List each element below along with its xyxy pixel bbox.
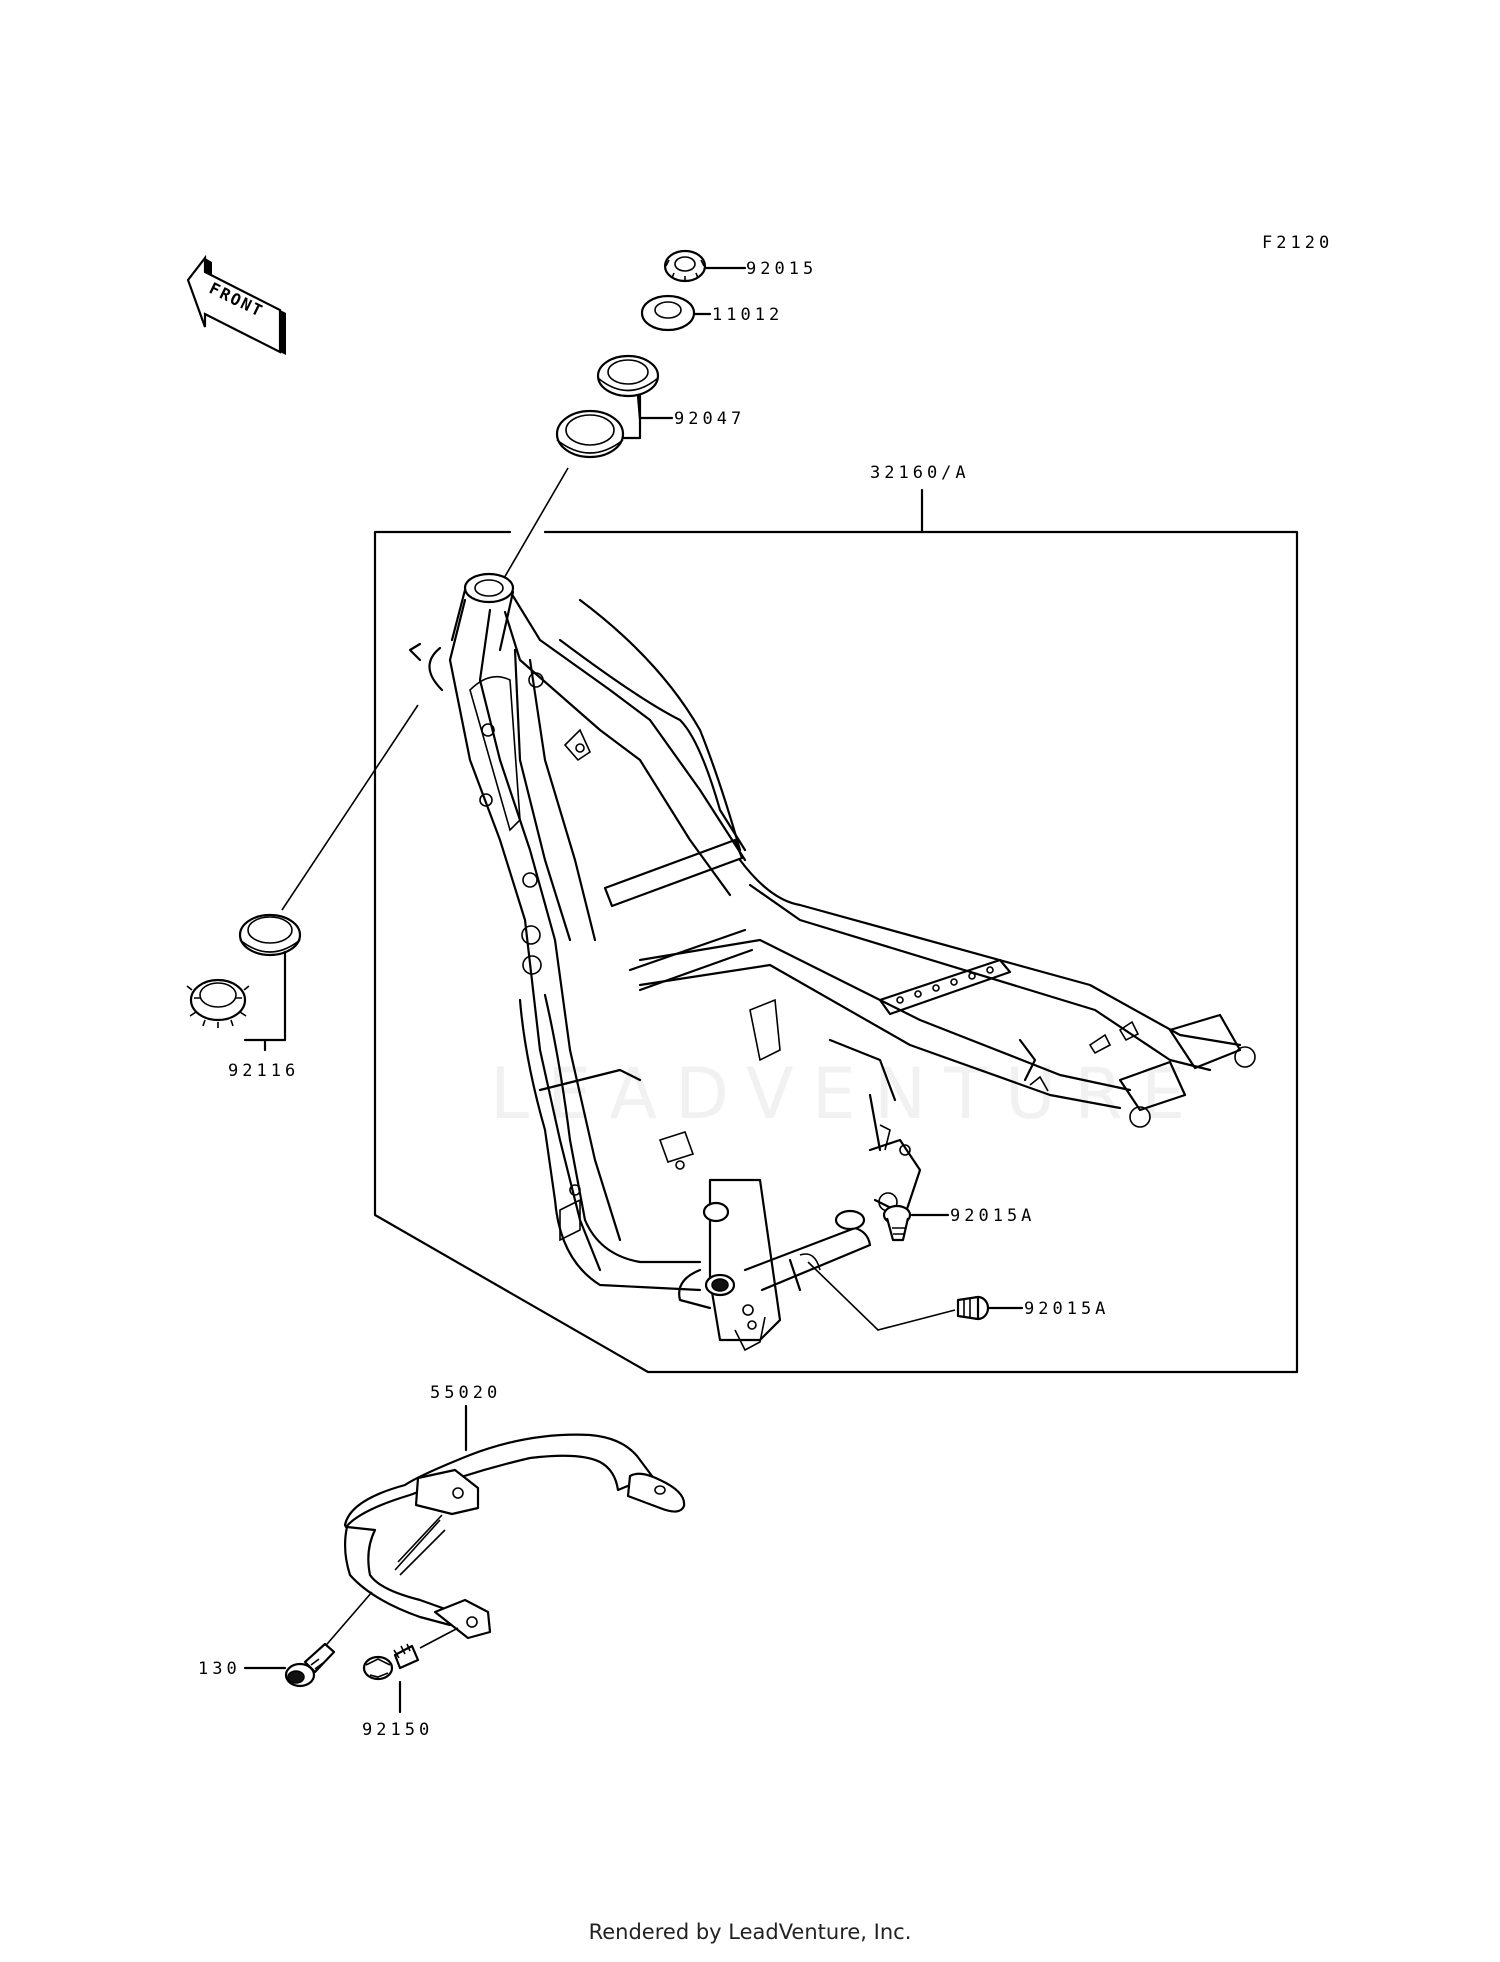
bolt-130	[284, 1642, 336, 1688]
bearing-lower	[238, 913, 302, 957]
bearing-upper-a	[596, 354, 660, 398]
part-label-92015a-lower: 92015A	[1024, 1299, 1109, 1319]
bearing-upper-b	[555, 409, 625, 459]
part-label-11012: 11012	[712, 305, 783, 325]
part-label-92047: 92047	[674, 409, 745, 429]
part-label-32160a: 32160/A	[870, 463, 970, 483]
motorcycle-frame	[408, 572, 1256, 1352]
nut-92015a-lower	[956, 1295, 990, 1321]
watermark-text: LEADVENTURE	[490, 1053, 1203, 1135]
rear-plate-holes	[896, 966, 994, 1004]
seal-lower	[186, 978, 250, 1028]
steering-washer	[640, 294, 696, 332]
part-label-92116: 92116	[228, 1061, 299, 1081]
part-label-92015: 92015	[746, 259, 817, 279]
part-label-55020: 55020	[430, 1383, 501, 1403]
guard-bar	[343, 1433, 686, 1640]
diagram-code: F2120	[1262, 233, 1333, 253]
part-label-92150: 92150	[362, 1720, 433, 1740]
part-label-92015a-upper: 92015A	[950, 1206, 1035, 1226]
part-label-130: 130	[198, 1659, 241, 1679]
nut-92015a-upper	[882, 1204, 912, 1242]
front-arrow-icon: FRONT	[186, 254, 286, 355]
footer-credit: Rendered by LeadVenture, Inc.	[588, 1920, 912, 1944]
bolt-92150	[362, 1643, 420, 1681]
steering-stem-nut	[663, 249, 707, 283]
